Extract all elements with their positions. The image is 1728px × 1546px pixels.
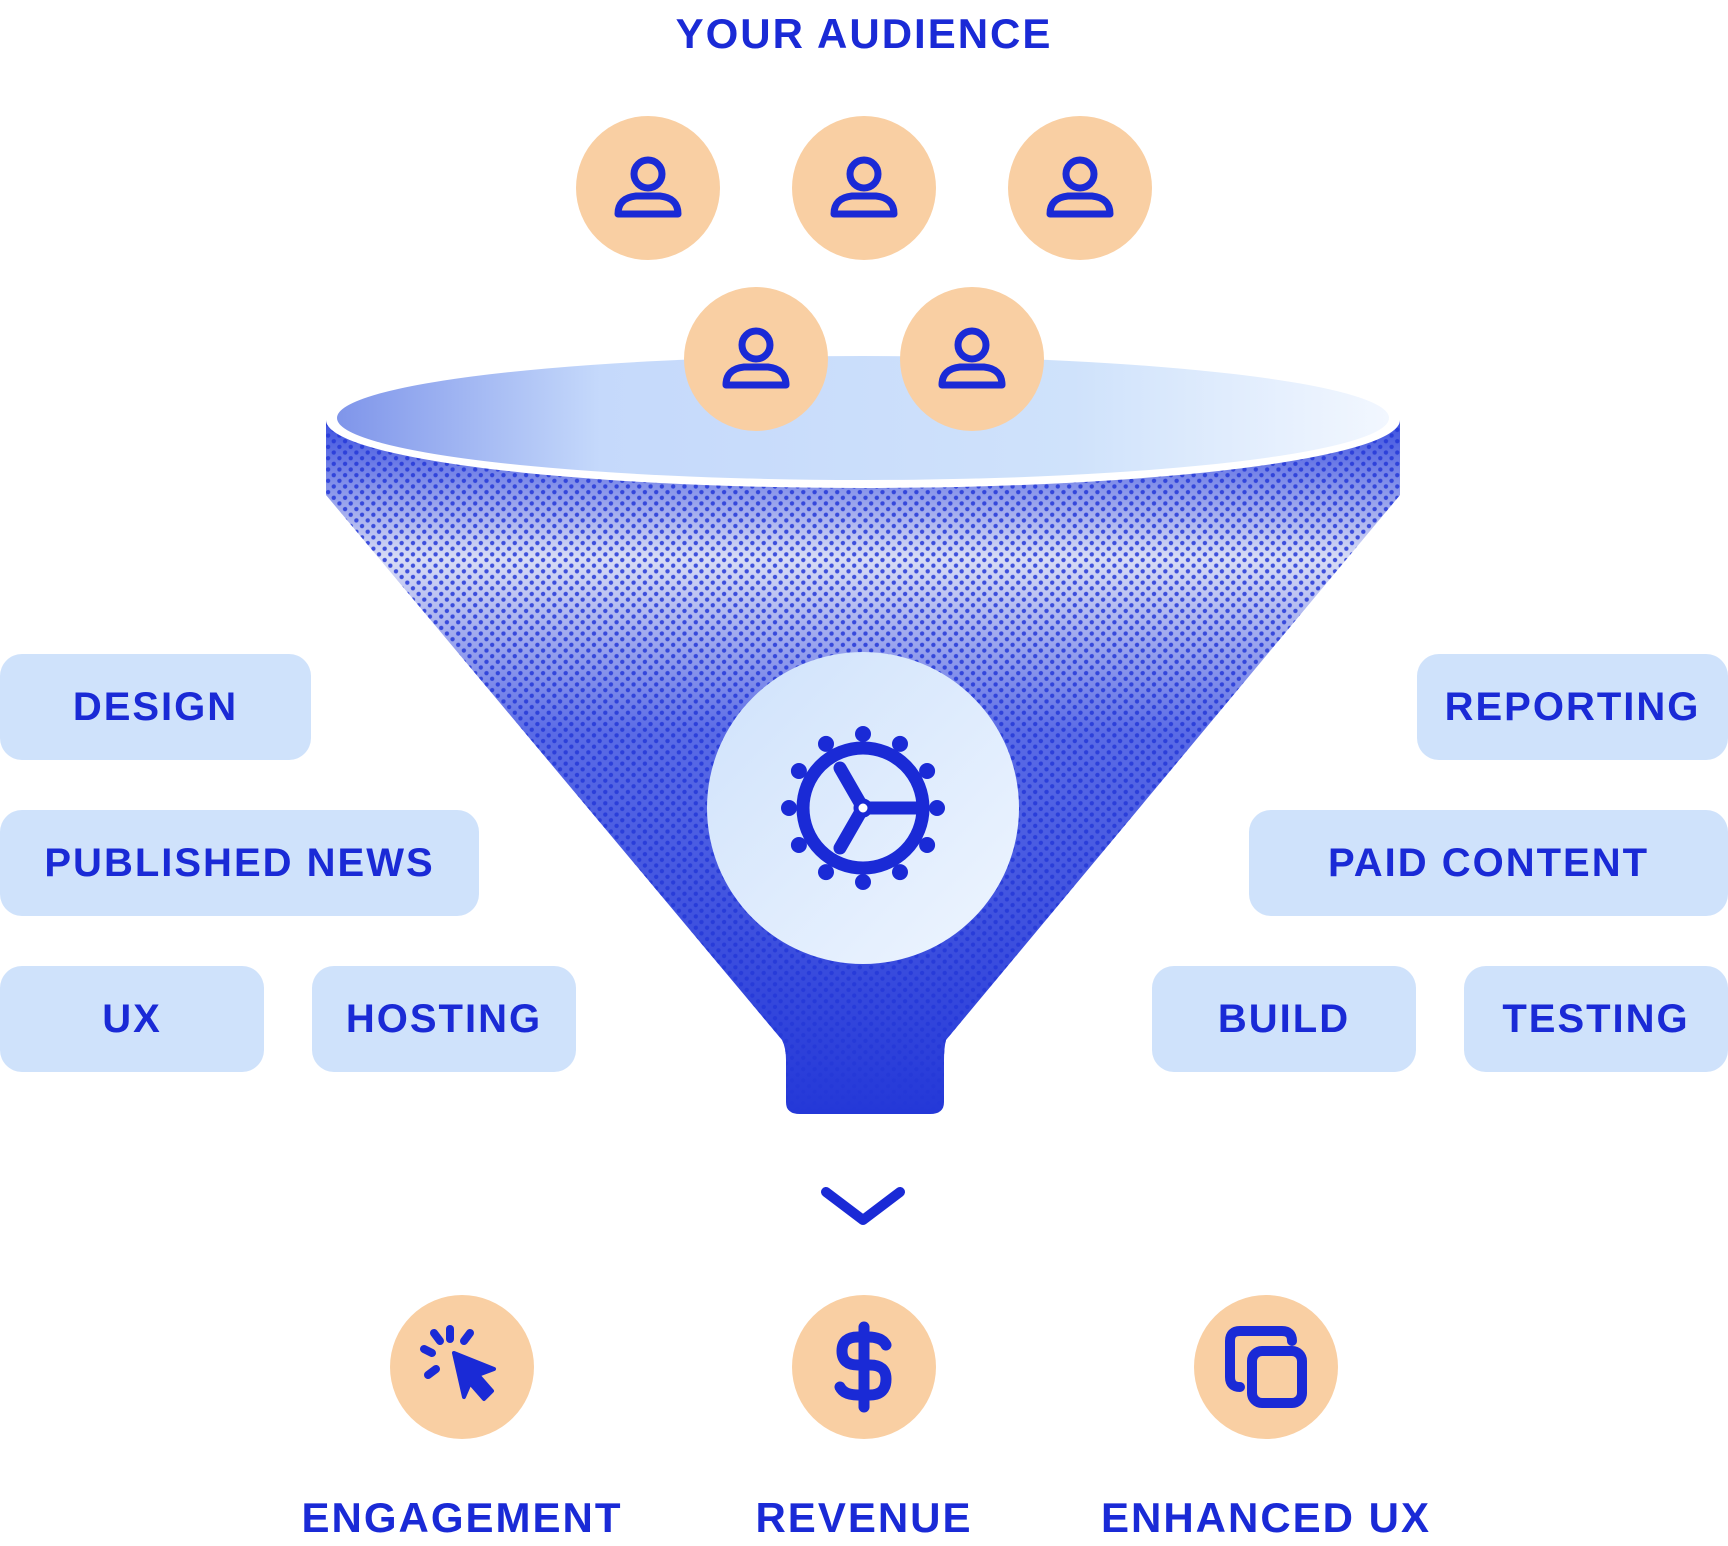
outcome-revenue-circle [792, 1295, 936, 1439]
gear-tooth [818, 864, 834, 881]
tag-design: DESIGN [0, 654, 311, 760]
tag-hosting: HOSTING [312, 966, 576, 1072]
outcome-engagement-label: ENGAGEMENT [301, 1494, 623, 1541]
tag-ux: UX [0, 966, 264, 1072]
gear-tooth [781, 800, 797, 816]
cursor-click-icon [420, 1325, 496, 1401]
gear-tooth [919, 763, 936, 779]
dollar-icon [834, 1321, 892, 1413]
gear-tooth [855, 874, 871, 890]
outcome-enhanced-ux-circle [1194, 1295, 1338, 1439]
gear-tooth [892, 864, 908, 881]
gear-tooth [790, 763, 807, 779]
audience-avatar [576, 116, 720, 260]
tag-testing: TESTING [1464, 966, 1728, 1072]
outcome-enhanced-ux-label: ENHANCED UX [1100, 1494, 1432, 1541]
audience-avatar [1008, 116, 1152, 260]
user-icon [938, 327, 1006, 389]
audience-avatar [900, 287, 1044, 431]
gear-tooth [855, 726, 871, 742]
user-icon [830, 156, 898, 218]
tag-reporting: REPORTING [1417, 654, 1728, 760]
gear-tooth [790, 837, 807, 853]
gear-tooth [929, 800, 945, 816]
tag-published-news: PUBLISHED NEWS [0, 810, 479, 916]
audience-avatar [684, 287, 828, 431]
diagram-title: YOUR AUDIENCE [675, 10, 1053, 57]
gear-tooth [892, 735, 908, 752]
outcome-revenue-label: REVENUE [755, 1494, 973, 1541]
gear-tooth [818, 735, 834, 752]
outcome-engagement-circle [390, 1295, 534, 1439]
gear-tooth [919, 837, 936, 853]
tag-build: BUILD [1152, 966, 1416, 1072]
copy-window-icon [1225, 1326, 1307, 1408]
audience-avatar [792, 116, 936, 260]
user-icon [1046, 156, 1114, 218]
user-icon [722, 327, 790, 389]
chevron-down-icon [821, 1187, 905, 1225]
tag-paid-content: PAID CONTENT [1249, 810, 1728, 916]
user-icon [614, 156, 682, 218]
